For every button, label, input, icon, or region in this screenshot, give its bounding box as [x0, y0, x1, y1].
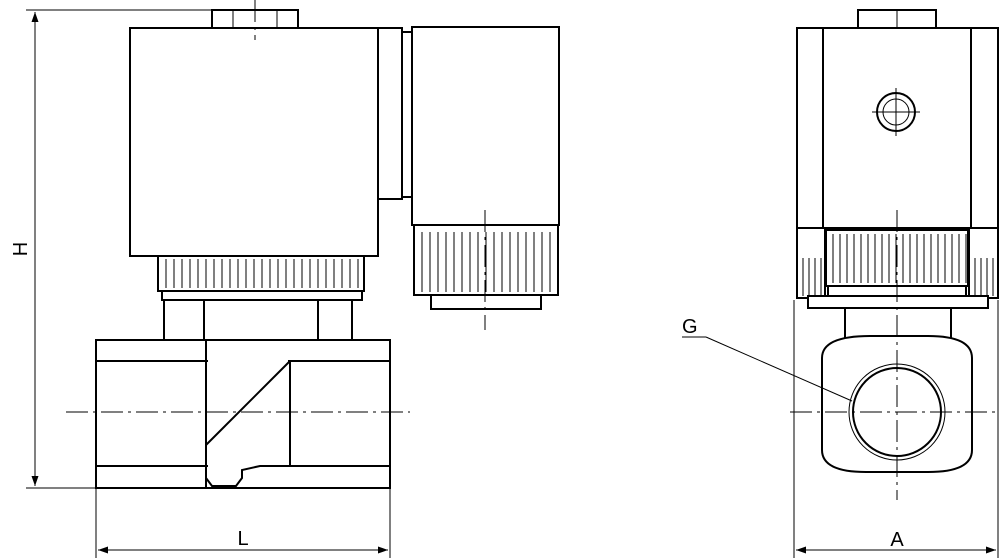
coil-nut [157, 255, 365, 301]
front-valve-body [790, 210, 1000, 500]
label-l: L [237, 528, 248, 550]
front-top-nut [857, 9, 937, 29]
plug-connector [411, 26, 560, 330]
front-coil [822, 27, 972, 229]
front-side-plates [796, 27, 999, 229]
front-lugs [796, 227, 999, 299]
screw-icon [872, 88, 920, 136]
label-h: H [10, 242, 32, 256]
side-view: H L [10, 0, 560, 558]
port-thread-callout: G [682, 316, 853, 402]
front-coil-nut [807, 229, 989, 309]
label-g: G [682, 316, 698, 338]
valve-body [66, 339, 410, 489]
dimension-l: L [95, 488, 391, 558]
connector-plates [377, 27, 413, 200]
coil-body [129, 27, 379, 257]
front-view: G A [682, 9, 1000, 558]
label-a: A [890, 529, 904, 551]
stem-columns [163, 299, 353, 341]
dimension-a: A [793, 300, 999, 558]
dimension-h: H [10, 9, 215, 489]
